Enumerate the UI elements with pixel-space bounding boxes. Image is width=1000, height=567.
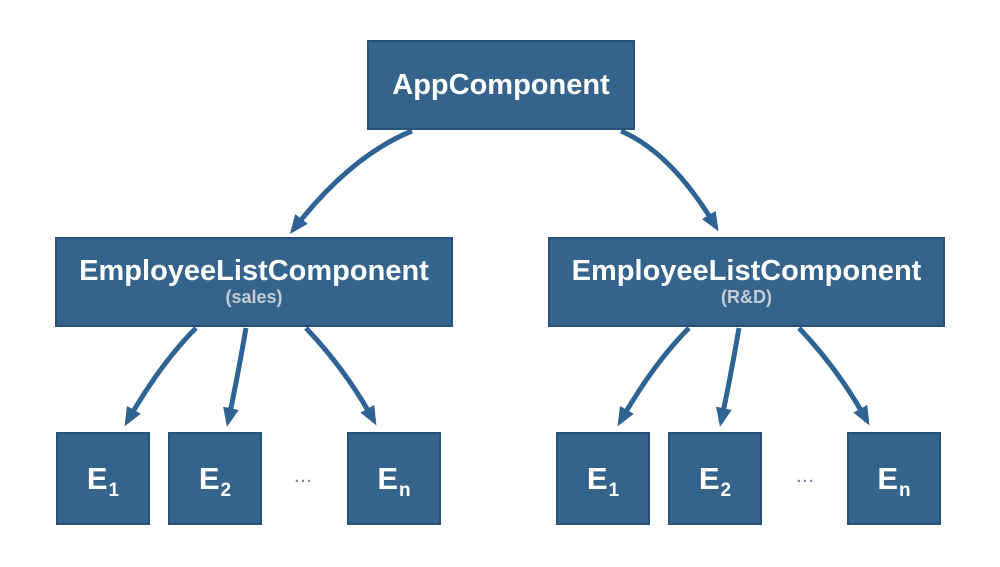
app-component-label: AppComponent [392, 68, 610, 101]
arrow-sales-to-e1 [124, 326, 198, 427]
app-component-node: AppComponent [367, 40, 635, 130]
arrow-app-to-sales [289, 128, 413, 234]
sales-employee-en-node: En [347, 432, 441, 525]
employee-list-sales-node: EmployeeListComponent (sales) [55, 237, 453, 327]
employee-list-rd-subtitle: (R&D) [721, 287, 772, 308]
sales-employee-e2-node: E2 [168, 432, 262, 525]
sales-employee-e1-label: E1 [86, 460, 120, 501]
sales-employee-e2-label: E2 [198, 460, 232, 501]
sales-employee-en-label: En [377, 460, 411, 501]
employee-list-sales-subtitle: (sales) [225, 287, 283, 308]
employee-list-rd-title: EmployeeListComponent [571, 254, 922, 287]
rd-employee-en-label: En [877, 460, 911, 501]
employee-list-sales-title: EmployeeListComponent [79, 254, 429, 287]
sales-employee-e1-node: E1 [56, 432, 150, 525]
rd-employee-e1-node: E1 [556, 432, 650, 525]
arrow-sales-to-en [304, 326, 377, 426]
arrow-rd-to-e2 [716, 327, 742, 427]
rd-employee-e2-node: E2 [668, 432, 762, 525]
arrow-app-to-rd [620, 128, 719, 232]
rd-employee-e1-label: E1 [586, 460, 620, 501]
arrow-rd-to-en [797, 326, 870, 426]
rd-employee-en-node: En [847, 432, 941, 525]
sales-ellipsis: ... [294, 469, 314, 486]
rd-employee-e2-label: E2 [698, 460, 732, 501]
arrow-sales-to-e2 [223, 327, 249, 427]
arrow-rd-to-e1 [617, 326, 691, 427]
employee-list-rd-node: EmployeeListComponent (R&D) [548, 237, 945, 327]
rd-ellipsis: ... [796, 469, 816, 486]
